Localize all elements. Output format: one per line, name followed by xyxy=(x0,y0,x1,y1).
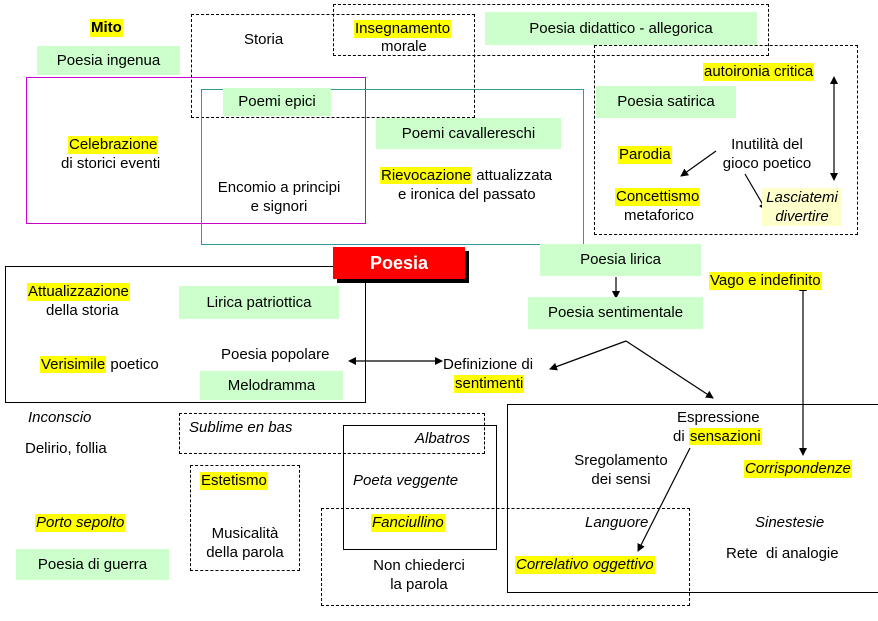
label-poesia-popolare: Poesia popolare xyxy=(221,346,330,363)
node-poesia-didattico: Poesia didattico - allegorica xyxy=(485,12,757,45)
encomio-line-2: e signori xyxy=(250,198,308,215)
frame-espressione xyxy=(507,404,878,593)
label-delirio: Delirio, follia xyxy=(25,440,107,457)
inutilita-line-2: gioco poetico xyxy=(722,155,812,172)
label-verisimile: Verisimile poetico xyxy=(40,356,159,374)
node-poesia-lirica: Poesia lirica xyxy=(540,244,701,276)
label-metaforico: metaforico xyxy=(624,207,695,224)
node-lirica-patriottica: Lirica patriottica xyxy=(179,286,339,319)
frame-albatros xyxy=(343,425,497,550)
label-di-sensazioni: di sensazioni xyxy=(673,428,762,446)
label-parodia: Parodia xyxy=(618,146,672,164)
central-node-poesia: Poesia xyxy=(333,247,465,279)
node-poesia-sentimentale: Poesia sentimentale xyxy=(528,297,703,329)
sregolamento-line-2: dei sensi xyxy=(591,471,651,488)
label-inutilita: Inutilità del gioco poetico xyxy=(712,135,822,173)
rievocazione-keyword: Rievocazione xyxy=(380,167,473,184)
non-chiederci-line-1: Non chiederci xyxy=(373,557,465,574)
label-sentimenti: sentimenti xyxy=(454,375,525,393)
frame-estetismo xyxy=(190,465,300,571)
frame-insegnamento xyxy=(333,4,769,56)
non-chiederci-line-2: la parola xyxy=(390,576,448,593)
node-poemi-epici: Poemi epici xyxy=(223,88,331,116)
label-fanciullino: Fanciullino xyxy=(371,514,445,532)
node-poesia-satirica: Poesia satirica xyxy=(596,86,736,118)
frame-satira xyxy=(594,45,858,235)
label-morale: morale xyxy=(381,38,427,55)
node-melodramma: Melodramma xyxy=(200,371,343,400)
frame-fanciullino xyxy=(321,508,690,606)
label-musicalita: Musicalità della parola xyxy=(193,524,297,562)
label-correlativo: Correlativo oggettivo xyxy=(515,556,655,574)
frame-celebrazione xyxy=(26,77,366,224)
arrow-espressione-correlativo xyxy=(637,447,691,552)
label-albatros: Albatros xyxy=(415,430,471,447)
lasciatemi-line-1: Lasciatemi xyxy=(766,189,838,206)
frame-encomio xyxy=(201,89,584,245)
node-poesia-di-guerra: Poesia di guerra xyxy=(16,549,169,580)
lasciatemi-line-2: divertire xyxy=(775,208,829,225)
label-definizione: Definizione di xyxy=(443,356,534,373)
frame-attualizzazione xyxy=(5,266,366,403)
label-porto-sepolto: Porto sepolto xyxy=(35,514,126,532)
label-rievocazione: Rievocazione attualizzata xyxy=(380,167,552,185)
label-storia: Storia xyxy=(244,31,284,48)
label-attualizzazione: Attualizzazione xyxy=(27,283,130,301)
arrow-inutilita-concettismo xyxy=(680,150,717,177)
verisimile-poetico: poetico xyxy=(110,356,159,373)
label-sublime: Sublime en bas xyxy=(189,419,293,436)
label-di-storici-eventi: di storici eventi xyxy=(61,155,161,172)
label-autoironia: autoironia critica xyxy=(703,63,815,81)
label-mito: Mito xyxy=(90,19,123,37)
label-poeta-veggente: Poeta veggente xyxy=(353,472,459,489)
rievocazione-attualizzata: attualizzata xyxy=(476,167,553,184)
verisimile-keyword: Verisimile xyxy=(40,356,107,373)
sensazioni-di: di xyxy=(673,428,685,445)
label-della-storia: della storia xyxy=(46,302,119,319)
label-celebrazione: Celebrazione xyxy=(68,136,159,154)
label-encomio: Encomio a principi e signori xyxy=(203,178,355,216)
label-lasciatemi: Lasciatemi divertire xyxy=(762,188,842,226)
label-concettismo: Concettismo xyxy=(615,188,701,206)
arrow-vertex-definizione xyxy=(549,340,627,371)
sensazioni-keyword: sensazioni xyxy=(688,428,762,445)
label-sinestesie: Sinestesie xyxy=(755,514,825,531)
musicalita-line-1: Musicalità xyxy=(211,525,279,542)
label-e-ironica: e ironica del passato xyxy=(398,186,536,203)
label-vago-indefinito: Vago e indefinito xyxy=(709,272,822,290)
sregolamento-line-1: Sregolamento xyxy=(574,452,668,469)
label-languore: Languore xyxy=(585,514,649,531)
label-insegnamento: Insegnamento xyxy=(354,20,452,38)
frame-sublime xyxy=(179,413,485,454)
label-corrispondenze: Corrispondenze xyxy=(744,460,852,478)
label-inconscio: Inconscio xyxy=(28,409,92,426)
musicalita-line-2: della parola xyxy=(206,544,284,561)
encomio-line-1: Encomio a principi xyxy=(217,179,341,196)
node-poemi-cavallereschi: Poemi cavallereschi xyxy=(376,118,561,149)
arrow-vertex-espressione xyxy=(625,340,714,399)
inutilita-line-1: Inutilità del xyxy=(731,136,803,153)
label-espressione: Espressione xyxy=(677,409,760,426)
label-sregolamento: Sregolamento dei sensi xyxy=(561,451,681,489)
label-rete-analogie: Rete di analogie xyxy=(726,545,839,562)
label-estetismo: Estetismo xyxy=(200,472,268,490)
label-non-chiederci: Non chiederci la parola xyxy=(354,556,484,594)
node-poesia-ingenua: Poesia ingenua xyxy=(37,46,180,75)
